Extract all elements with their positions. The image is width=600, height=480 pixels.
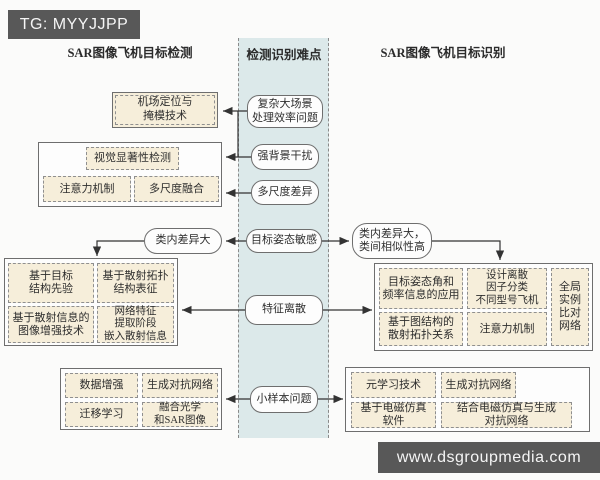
telegram-watermark: TG: MYYJJPP bbox=[8, 10, 140, 39]
node-attention-recognition: 注意力机制 bbox=[467, 312, 547, 346]
node-transfer-learning: 迁移学习 bbox=[65, 402, 138, 427]
node-attention-detection: 注意力机制 bbox=[43, 176, 131, 202]
connector-intrainter-to-rightgroup bbox=[432, 240, 505, 260]
node-multiscale-difference: 多尺度差异 bbox=[251, 180, 319, 205]
node-scatter-image-enhancement: 基于散射信息的 图像增强技术 bbox=[8, 306, 94, 343]
node-intra-class-variance: 类内差异大 bbox=[144, 228, 222, 254]
column-header-detection: SAR图像飞机目标检测 bbox=[67, 46, 193, 60]
node-em-simulation-software: 基于电磁仿真 软件 bbox=[351, 402, 436, 428]
node-meta-learning: 元学习技术 bbox=[351, 372, 436, 398]
node-gan-detection: 生成对抗网络 bbox=[142, 373, 218, 398]
node-intra-inter-class: 类内差异大， 类间相似性高 bbox=[352, 223, 432, 259]
node-visual-saliency: 视觉显著性检测 bbox=[86, 147, 179, 170]
node-multiscale-fusion: 多尺度融合 bbox=[134, 176, 219, 202]
node-airport-masking: 机场定位与 掩模技术 bbox=[112, 92, 218, 128]
column-header-recognition: SAR图像飞机目标识别 bbox=[380, 46, 506, 60]
node-data-augmentation: 数据增强 bbox=[65, 373, 138, 398]
node-small-sample: 小样本问题 bbox=[250, 386, 318, 413]
node-network-feature-embedding: 网络特征 提取阶段 嵌入散射信息 bbox=[97, 306, 174, 343]
website-watermark: www.dsgroupmedia.com bbox=[378, 442, 600, 473]
node-scatter-topology-representation: 基于散射拓扑 结构表征 bbox=[97, 263, 174, 303]
node-discrete-factor-classifier: 设计离散 因子分类 不同型号飞机 bbox=[467, 268, 547, 309]
node-pose-sensitive: 目标姿态敏感 bbox=[246, 229, 322, 253]
node-em-simulation-gan: 结合电磁仿真与生成 对抗网络 bbox=[441, 402, 572, 428]
node-global-instance-network: 全局 实例 比对 网络 bbox=[551, 268, 589, 346]
node-pose-frequency-info: 目标姿态角和 频率信息的应用 bbox=[379, 268, 463, 309]
node-strong-clutter: 强背景干扰 bbox=[251, 144, 319, 170]
node-target-structure-prior: 基于目标 结构先验 bbox=[8, 263, 94, 303]
node-feature-discrete: 特征离散 bbox=[245, 295, 323, 325]
node-graph-scatter-topology: 基于图结构的 散射拓扑关系 bbox=[379, 312, 463, 346]
node-fuse-optical-sar: 融合光学 和SAR图像 bbox=[142, 402, 218, 427]
column-header-difficulty: 检测识别难点 bbox=[246, 48, 322, 62]
node-gan-recognition: 生成对抗网络 bbox=[441, 372, 516, 398]
connector-intraclass-to-scattergroup bbox=[92, 240, 144, 256]
node-complex-scene: 复杂大场景 处理效率问题 bbox=[247, 95, 323, 128]
